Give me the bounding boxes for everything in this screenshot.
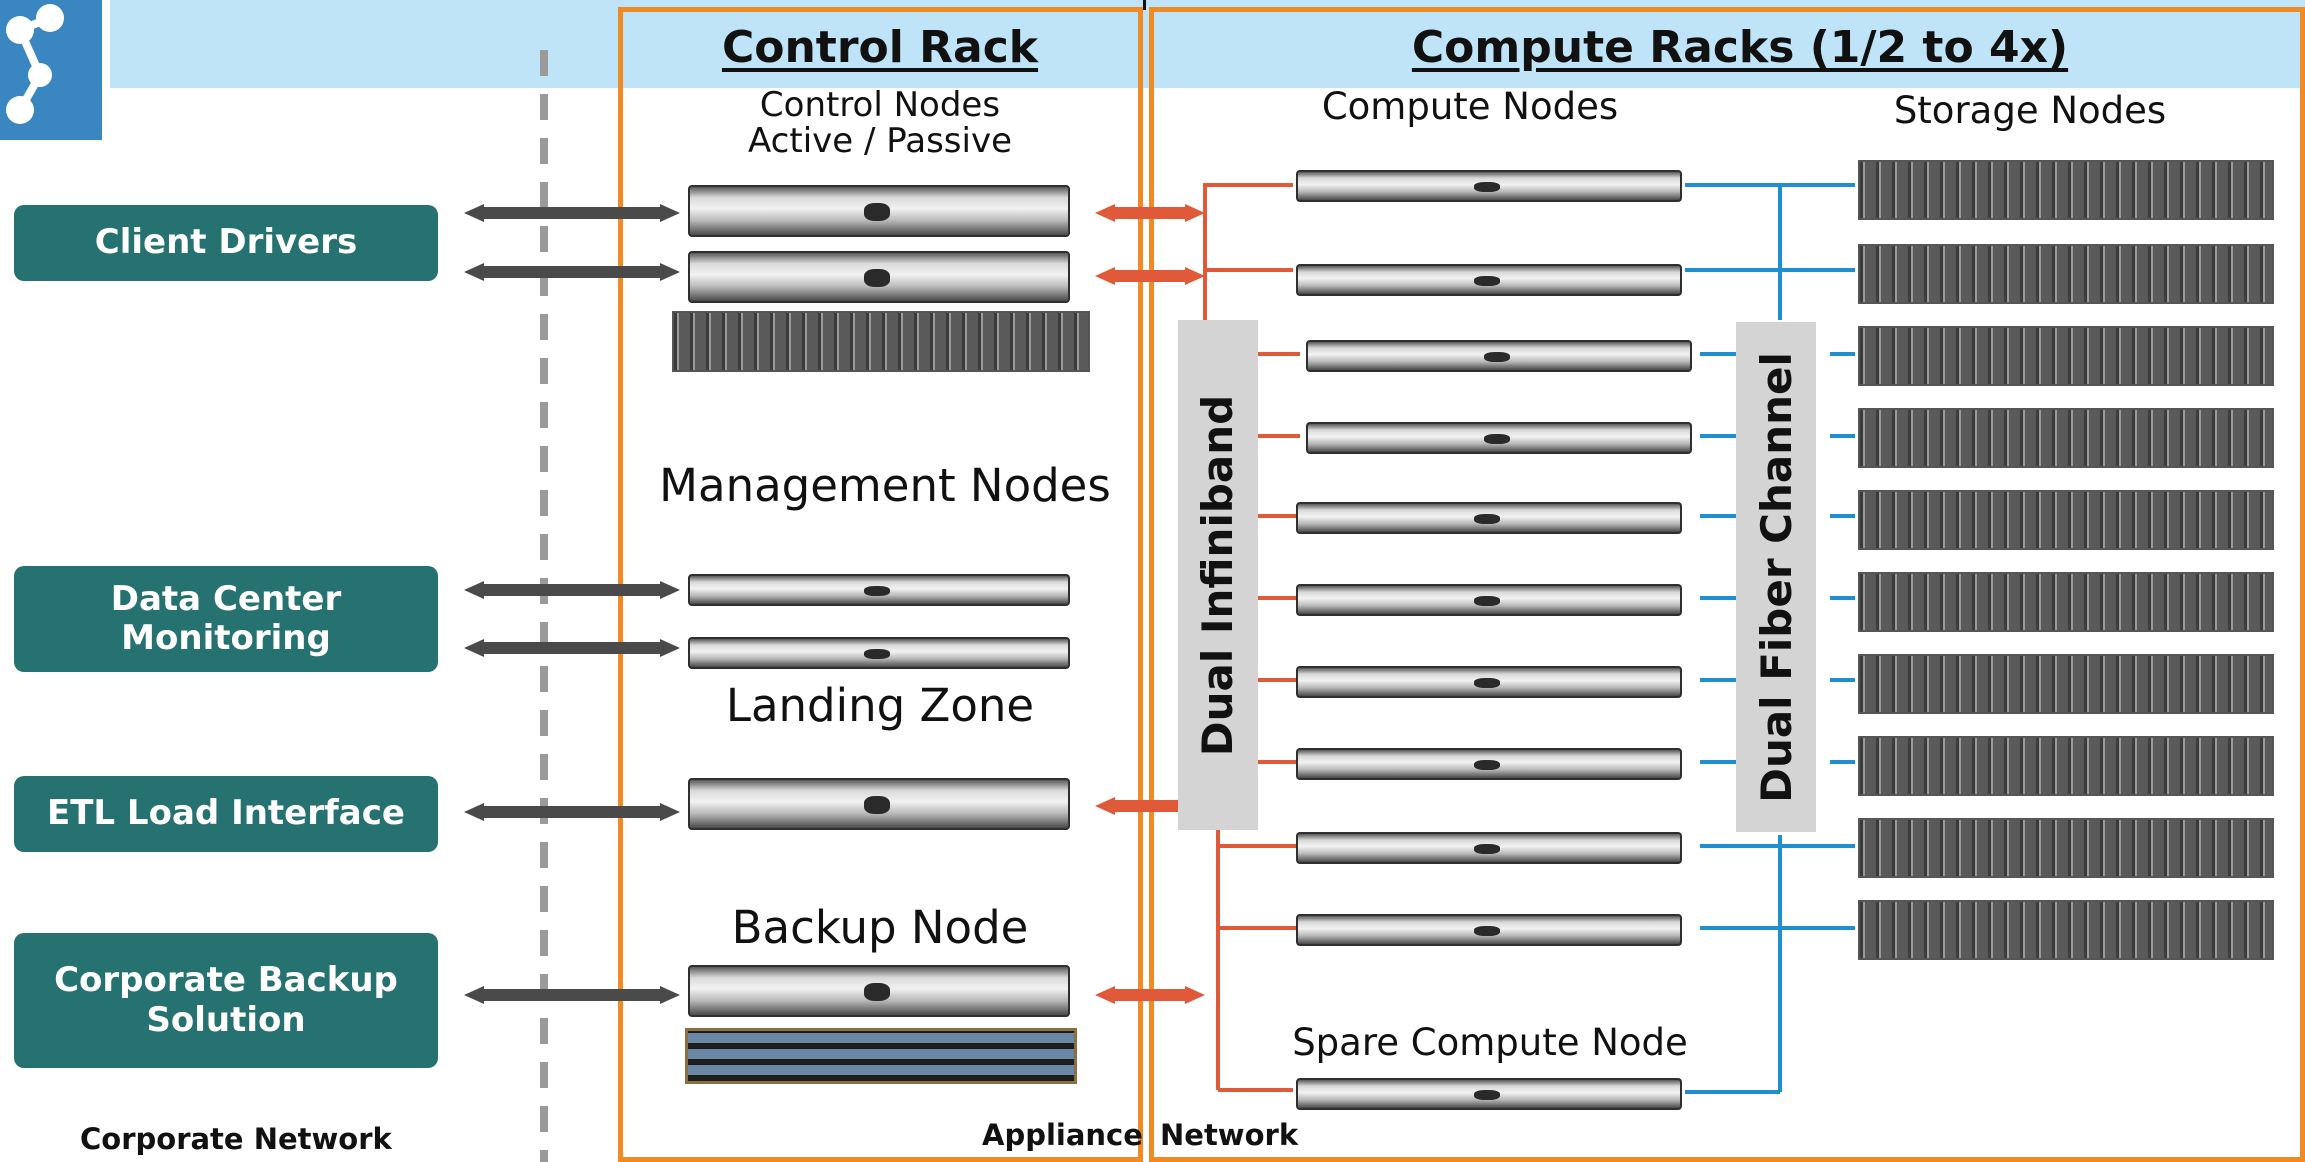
backup-node-label: Backup Node [731, 901, 1029, 954]
fiber-channel-bus [1685, 183, 1855, 1094]
compute-node-server [1296, 832, 1682, 864]
data-center-monitoring-label: Data Center Monitoring [110, 578, 342, 658]
infiniband-bus [1203, 183, 1300, 1092]
compute-node-server [1306, 422, 1692, 454]
storage-node-array [1858, 490, 2274, 550]
compute-node-server [1306, 340, 1692, 372]
landing-zone-server [688, 778, 1070, 830]
client-drivers-label: Client Drivers [94, 222, 358, 263]
compute-node-server [1296, 170, 1682, 202]
compute-node-server [1296, 502, 1682, 534]
storage-node-array [1858, 900, 2274, 960]
storage-node-array [1858, 572, 2274, 632]
control-node-server [688, 251, 1070, 303]
corporate-network-label: Corporate Network [80, 1122, 392, 1156]
corporate-backup-solution-box: Corporate Backup Solution [14, 933, 438, 1068]
storage-node-array [1858, 244, 2274, 304]
compute-node-server [1296, 584, 1682, 616]
appliance-label: Appliance [982, 1118, 1143, 1152]
compute-node-server [1296, 748, 1682, 780]
storage-node-array [1858, 736, 2274, 796]
dual-fiber-channel-label: Dual Fiber Channel [1736, 322, 1816, 832]
data-center-monitoring-box: Data Center Monitoring [14, 566, 438, 672]
storage-nodes-label: Storage Nodes [1893, 89, 2167, 132]
management-node-server [688, 574, 1070, 606]
corporate-backup-solution-label: Corporate Backup Solution [54, 960, 398, 1040]
control-rack-title: Control Rack [721, 22, 1039, 73]
storage-node-array [1858, 408, 2274, 468]
spare-compute-node-label: Spare Compute Node [1292, 1021, 1688, 1064]
compute-node-server [1296, 264, 1682, 296]
control-storage-array [672, 311, 1090, 372]
corporate-links [480, 207, 665, 1001]
network-graph-icon [0, 0, 102, 140]
client-drivers-box: Client Drivers [14, 205, 438, 281]
compute-node-server [1296, 666, 1682, 698]
header-band [110, 0, 2305, 88]
storage-node-array [1858, 160, 2274, 220]
management-node-server [688, 637, 1070, 669]
etl-load-interface-box: ETL Load Interface [14, 776, 438, 852]
control-node-server [688, 185, 1070, 237]
header-tick [1143, 0, 1146, 10]
landing-zone-label: Landing Zone [725, 679, 1035, 732]
appliance-links [1110, 207, 1190, 1001]
spare-compute-node-server [1296, 1078, 1682, 1110]
etl-load-interface-label: ETL Load Interface [47, 793, 405, 834]
compute-nodes-label: Compute Nodes [1321, 85, 1619, 128]
compute-node-server [1296, 914, 1682, 946]
dual-infiniband-label: Dual Infiniband [1178, 320, 1258, 830]
compute-racks-title: Compute Racks (1/2 to 4x) [1411, 22, 2069, 73]
storage-node-array [1858, 654, 2274, 714]
storage-node-array [1858, 818, 2274, 878]
backup-disk-array [685, 1028, 1077, 1084]
management-nodes-label: Management Nodes [659, 459, 1111, 512]
storage-node-array [1858, 326, 2274, 386]
network-label: Network [1160, 1118, 1299, 1152]
corporate-arrowheads [464, 204, 680, 1004]
backup-node-server [688, 965, 1070, 1017]
compute-racks-box [1149, 7, 2305, 1162]
control-nodes-label: Control Nodes Active / Passive [748, 85, 1012, 161]
